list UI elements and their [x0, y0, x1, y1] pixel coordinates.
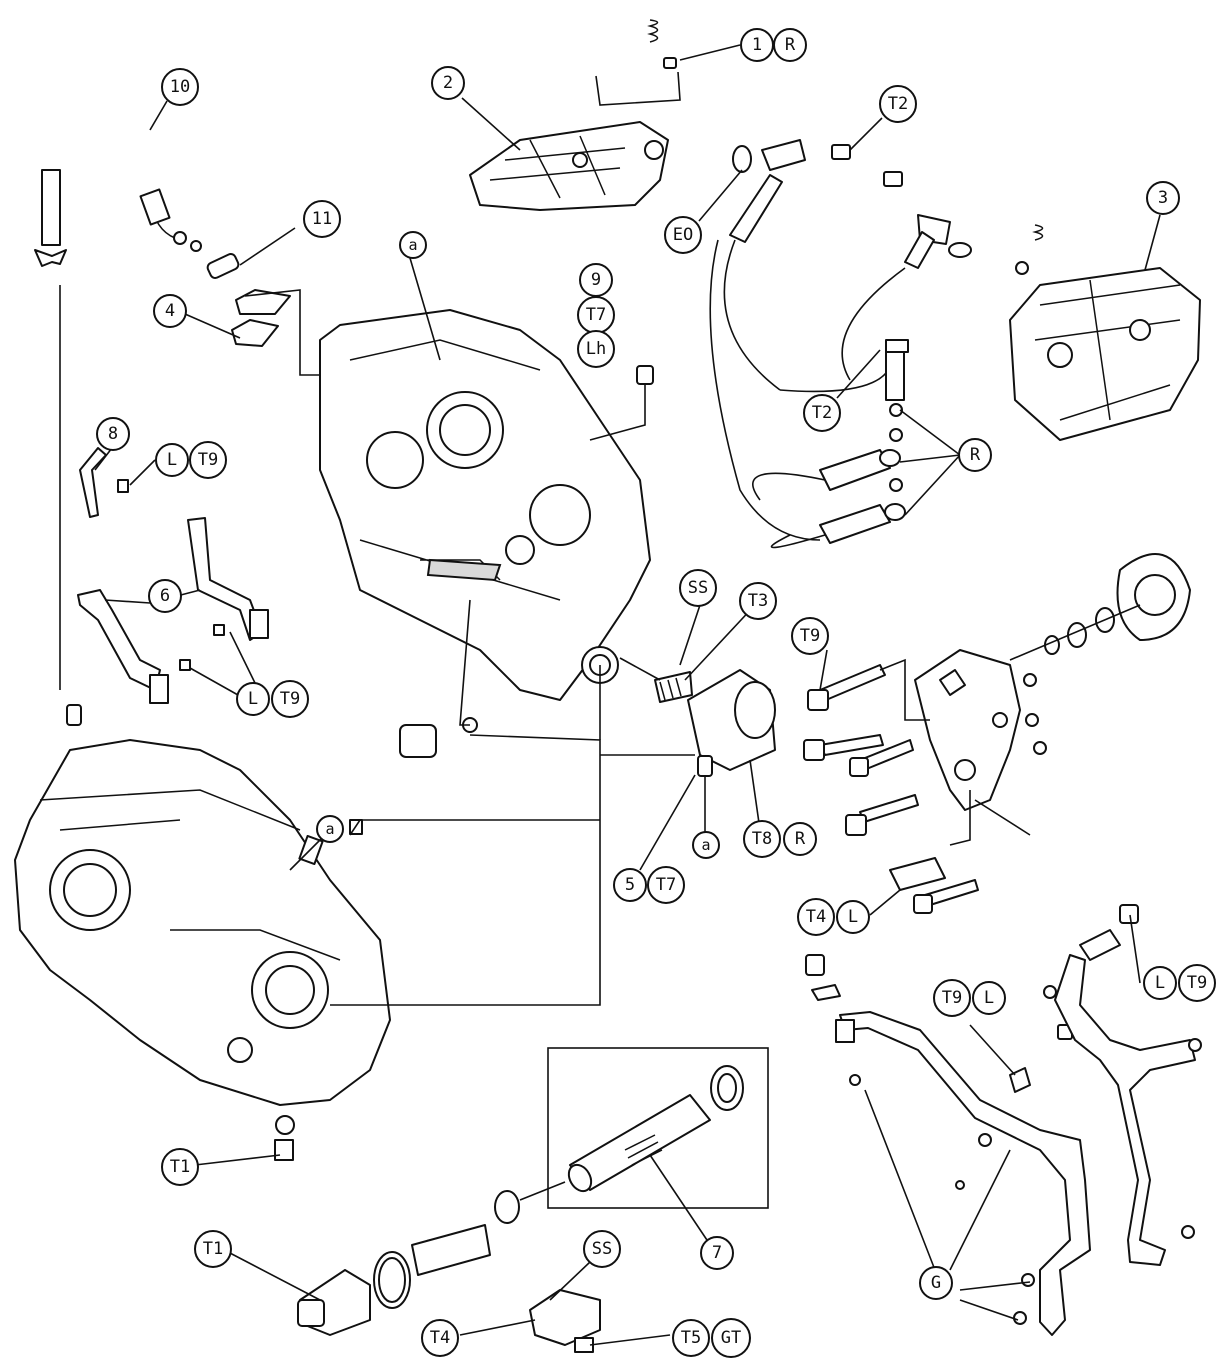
svg-text:T8: T8	[752, 829, 772, 849]
svg-text:7: 7	[712, 1243, 722, 1263]
svg-text:T9: T9	[198, 450, 218, 470]
callout-4: 4	[153, 294, 187, 328]
svg-text:L: L	[848, 907, 858, 927]
gasket	[231, 289, 291, 347]
callout-t1-upper: T1	[161, 1148, 199, 1186]
svg-text:SS: SS	[592, 1239, 612, 1259]
svg-text:T3: T3	[748, 591, 768, 611]
callout-l-t9-right: L T9	[1143, 964, 1216, 1002]
svg-text:T1: T1	[203, 1239, 223, 1259]
callout-eo: EO	[664, 216, 702, 254]
callout-6: 6	[148, 579, 182, 613]
svg-text:T7: T7	[586, 305, 606, 325]
callout-t8-r: T8 R	[743, 820, 817, 858]
svg-text:G: G	[931, 1273, 941, 1293]
oil-pipes-lower	[805, 904, 1202, 1336]
callout-t4-lower: T4	[421, 1319, 459, 1357]
callout-8: 8	[96, 417, 130, 451]
svg-text:T9: T9	[1187, 973, 1207, 993]
svg-text:L: L	[167, 450, 177, 470]
svg-text:T2: T2	[888, 94, 908, 114]
callout-3: 3	[1146, 181, 1180, 215]
svg-text:5: 5	[625, 875, 635, 895]
svg-text:1: 1	[752, 35, 762, 55]
svg-text:10: 10	[170, 77, 190, 97]
callout-t3: T3	[739, 582, 777, 620]
svg-text:T9: T9	[280, 689, 300, 709]
oil-pump	[803, 553, 1191, 914]
svg-text:T9: T9	[942, 988, 962, 1008]
callout-a-middle: a	[316, 815, 344, 843]
svg-text:L: L	[248, 689, 258, 709]
svg-text:a: a	[325, 820, 334, 838]
oil-strainer	[297, 1047, 769, 1353]
oil-delivery-pipes-upper	[709, 139, 972, 549]
svg-text:L: L	[984, 988, 994, 1008]
callout-9: 9 T7 Lh	[577, 263, 615, 368]
callout-1: 1 R	[740, 28, 807, 62]
oil-gallery-plug	[589, 365, 654, 441]
svg-text:EO: EO	[673, 225, 693, 245]
leader-lines	[244, 289, 695, 1006]
callout-a-plug: a	[692, 831, 720, 859]
breather-hose	[34, 72, 240, 726]
callout-l-t9-middle: L T9	[236, 680, 309, 718]
svg-text:T7: T7	[656, 875, 676, 895]
callout-ss-upper: SS	[679, 569, 717, 607]
svg-text:SS: SS	[688, 578, 708, 598]
svg-text:4: 4	[165, 301, 175, 321]
callout-11: 11	[303, 200, 341, 238]
callout-a-upper: a	[399, 231, 427, 259]
callout-10: 10	[161, 68, 199, 106]
right-crankcase	[14, 739, 391, 1161]
callout-t9-l-lower: T9 L	[933, 979, 1006, 1017]
callout-t5-gt: T5 GT	[672, 1318, 751, 1358]
oil-filter	[619, 657, 776, 777]
svg-text:9: 9	[591, 270, 601, 290]
callout-2: 2	[431, 66, 465, 100]
front-cylinder-head	[1009, 224, 1201, 441]
svg-text:6: 6	[160, 586, 170, 606]
svg-text:3: 3	[1158, 188, 1168, 208]
left-crankcase	[319, 309, 651, 758]
svg-text:T4: T4	[430, 1328, 450, 1348]
callout-t9-pump: T9	[791, 617, 829, 655]
svg-text:8: 8	[108, 424, 118, 444]
svg-text:T2: T2	[812, 403, 832, 423]
callout-7: 7	[700, 1236, 734, 1270]
callout-t4-l-pump: T4 L	[797, 898, 870, 936]
callout-t2-lower: T2	[803, 394, 841, 432]
svg-text:R: R	[970, 445, 981, 465]
callout-5: 5 T7	[613, 866, 685, 904]
callout-t2-upper: T2	[879, 85, 917, 123]
oil-pipes-left	[77, 447, 269, 704]
svg-text:L: L	[1155, 973, 1165, 993]
svg-text:a: a	[701, 836, 710, 854]
svg-text:R: R	[785, 35, 796, 55]
svg-text:Lh: Lh	[586, 339, 606, 359]
svg-text:2: 2	[443, 73, 453, 93]
svg-text:T4: T4	[806, 907, 826, 927]
callout-g: G	[919, 1266, 953, 1300]
svg-text:T9: T9	[800, 626, 820, 646]
svg-text:T5: T5	[681, 1328, 701, 1348]
rear-cylinder-head	[469, 121, 669, 211]
callout-leaders	[94, 44, 1161, 1346]
svg-text:T1: T1	[170, 1157, 190, 1177]
callout-ss-lower: SS	[583, 1230, 621, 1268]
callout-l-t9-upper: L T9	[155, 441, 227, 479]
svg-text:R: R	[795, 829, 806, 849]
callout-t1-lower: T1	[194, 1230, 232, 1268]
svg-text:GT: GT	[721, 1328, 741, 1348]
svg-text:a: a	[408, 236, 417, 254]
valve-spring	[595, 19, 681, 106]
callout-r: R	[958, 438, 992, 472]
svg-text:11: 11	[312, 209, 332, 229]
